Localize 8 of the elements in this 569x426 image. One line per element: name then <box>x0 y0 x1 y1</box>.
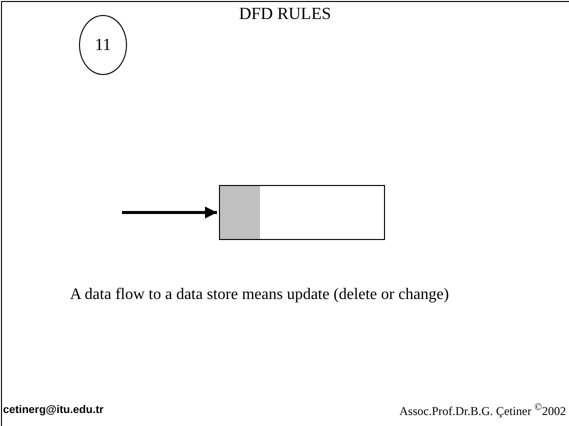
email-address: cetinerg@itu.edu.tr <box>3 404 105 416</box>
author-credit: Assoc.Prof.Dr.B.G. Çetiner $^{©}$2002 <box>398 402 566 419</box>
arrow <box>122 206 217 218</box>
data-store <box>219 185 385 240</box>
caption-text: A data flow to a data store means update (delete or change) <box>70 286 450 304</box>
slide-title: DFD RULES <box>238 4 332 24</box>
number-circle <box>79 15 127 75</box>
slide-number: 11 <box>94 35 112 55</box>
